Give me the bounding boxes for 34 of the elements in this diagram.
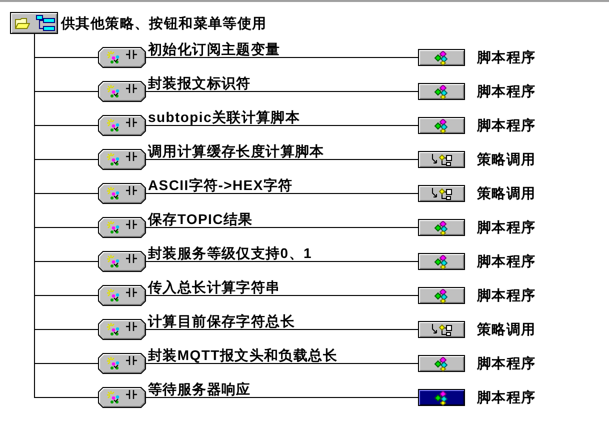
connector-line [146,295,418,296]
action-type-label: 脚本程序 [477,49,536,66]
action-type-label: 脚本程序 [477,253,536,270]
connector-line [146,261,418,262]
connector-line [146,159,418,160]
action-type-label: 脚本程序 [477,83,536,100]
action-type-label: 脚本程序 [477,389,536,406]
edge-label: 调用计算缓存长度计算脚本 [148,142,324,158]
action-type-label: 脚本程序 [477,117,536,134]
action-type-label: 脚本程序 [477,219,536,236]
connector-line [146,363,418,364]
edge-label: 计算目前保存字符总长 [148,312,295,328]
action-type-label: 策略调用 [477,321,536,338]
connector-line [146,57,418,58]
edge-label: 传入总长计算字符串 [148,278,280,294]
connector-line [146,329,418,330]
edge-label: subtopic关联计算脚本 [148,108,300,124]
edge-label: 初始化订阅主题变量 [148,40,280,56]
edge-label: ASCII字符->HEX字符 [148,176,293,192]
action-type-label: 脚本程序 [477,287,536,304]
connector-line [146,193,418,194]
connector-line [146,125,418,126]
edge-label: 封装报文标识符 [148,74,251,90]
edge-label: 保存TOPIC结果 [148,210,253,226]
edge-label: 等待服务器响应 [148,380,251,396]
action-type-label: 策略调用 [477,185,536,202]
tree-root-label: 供其他策略、按钮和菜单等使用 [61,15,267,31]
connector-line [146,397,418,398]
edge-label: 封装MQTT报文头和负载总长 [148,346,338,362]
connector-line [146,91,418,92]
action-type-label: 脚本程序 [477,355,536,372]
action-type-label: 策略调用 [477,151,536,168]
edge-label: 封装服务等级仅支持0、1 [148,244,312,260]
connector-line [146,227,418,228]
